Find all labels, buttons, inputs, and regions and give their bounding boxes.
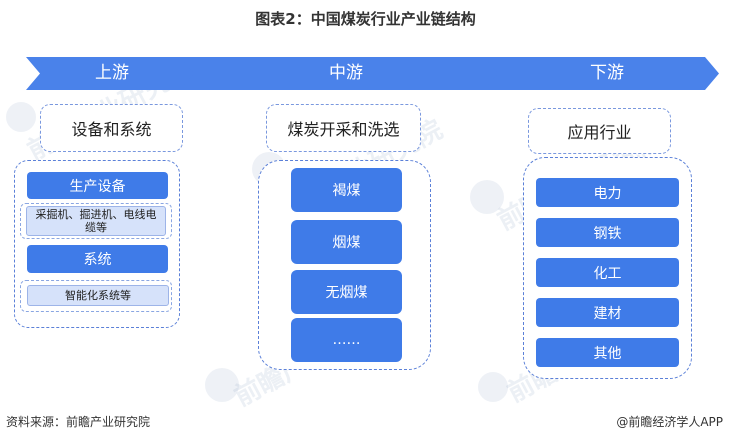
midstream-item-label: 褐煤 — [332, 183, 361, 199]
midstream-item-label: 烟煤 — [332, 235, 361, 251]
stage-arrow-downstream — [484, 57, 719, 90]
source-note: 资料来源：前瞻产业研究院 — [6, 415, 151, 429]
downstream-item-other: 其他 — [536, 338, 679, 367]
downstream-item-building-materials: 建材 — [536, 298, 679, 327]
downstream-item-label: 其他 — [593, 345, 622, 362]
midstream-item-anthracite: 无烟煤 — [291, 270, 402, 314]
stage-arrow-upstream — [26, 57, 204, 90]
downstream-item-label: 建材 — [593, 305, 622, 322]
stage-arrow-midstream — [180, 57, 508, 90]
upstream-header: 设备和系统 — [40, 104, 183, 152]
stage-arrow-banner — [26, 57, 719, 90]
midstream-header-text: 煤炭开采和洗选 — [287, 120, 400, 139]
equipment-detail-label: 采掘机、掘进机、电线电缆等 — [35, 208, 157, 234]
brand-credit: @前瞻经济学人APP — [616, 415, 723, 429]
downstream-header-text: 应用行业 — [567, 123, 632, 142]
midstream-item-label: 无烟煤 — [325, 285, 368, 301]
watermark-logo-icon — [478, 372, 508, 402]
downstream-item-steel: 钢铁 — [536, 218, 679, 247]
system-detail-label: 智能化系统等 — [65, 289, 131, 302]
system-label: 系统 — [83, 252, 112, 268]
stage-label-downstream: 下游 — [590, 63, 624, 83]
production-equipment-label: 生产设备 — [69, 178, 126, 195]
downstream-item-label: 电力 — [593, 185, 622, 202]
downstream-header: 应用行业 — [528, 108, 671, 154]
upstream-header-text: 设备和系统 — [71, 120, 152, 139]
downstream-item-label: 化工 — [593, 265, 622, 282]
midstream-item-bituminous: 烟煤 — [291, 220, 402, 264]
diagram-title: 图表2：中国煤炭行业产业链结构 — [255, 10, 476, 28]
watermark-logo-icon — [470, 180, 504, 214]
stage-label-upstream: 上游 — [95, 63, 129, 83]
watermark-logo-icon — [6, 102, 36, 132]
system-detail-box: 智能化系统等 — [27, 285, 169, 306]
downstream-item-power: 电力 — [536, 178, 679, 207]
stage-label-midstream: 中游 — [329, 63, 363, 83]
system-box: 系统 — [27, 245, 168, 273]
midstream-header: 煤炭开采和洗选 — [266, 104, 421, 152]
midstream-item-label: …… — [332, 332, 361, 348]
production-equipment-box: 生产设备 — [27, 172, 168, 199]
downstream-item-label: 钢铁 — [593, 225, 622, 242]
equipment-detail-box: 采掘机、掘进机、电线电缆等 — [26, 206, 166, 236]
watermark-logo-icon — [205, 368, 239, 402]
midstream-item-lignite: 褐煤 — [291, 168, 402, 212]
downstream-item-chemical: 化工 — [536, 258, 679, 287]
midstream-item-more: …… — [291, 318, 402, 362]
